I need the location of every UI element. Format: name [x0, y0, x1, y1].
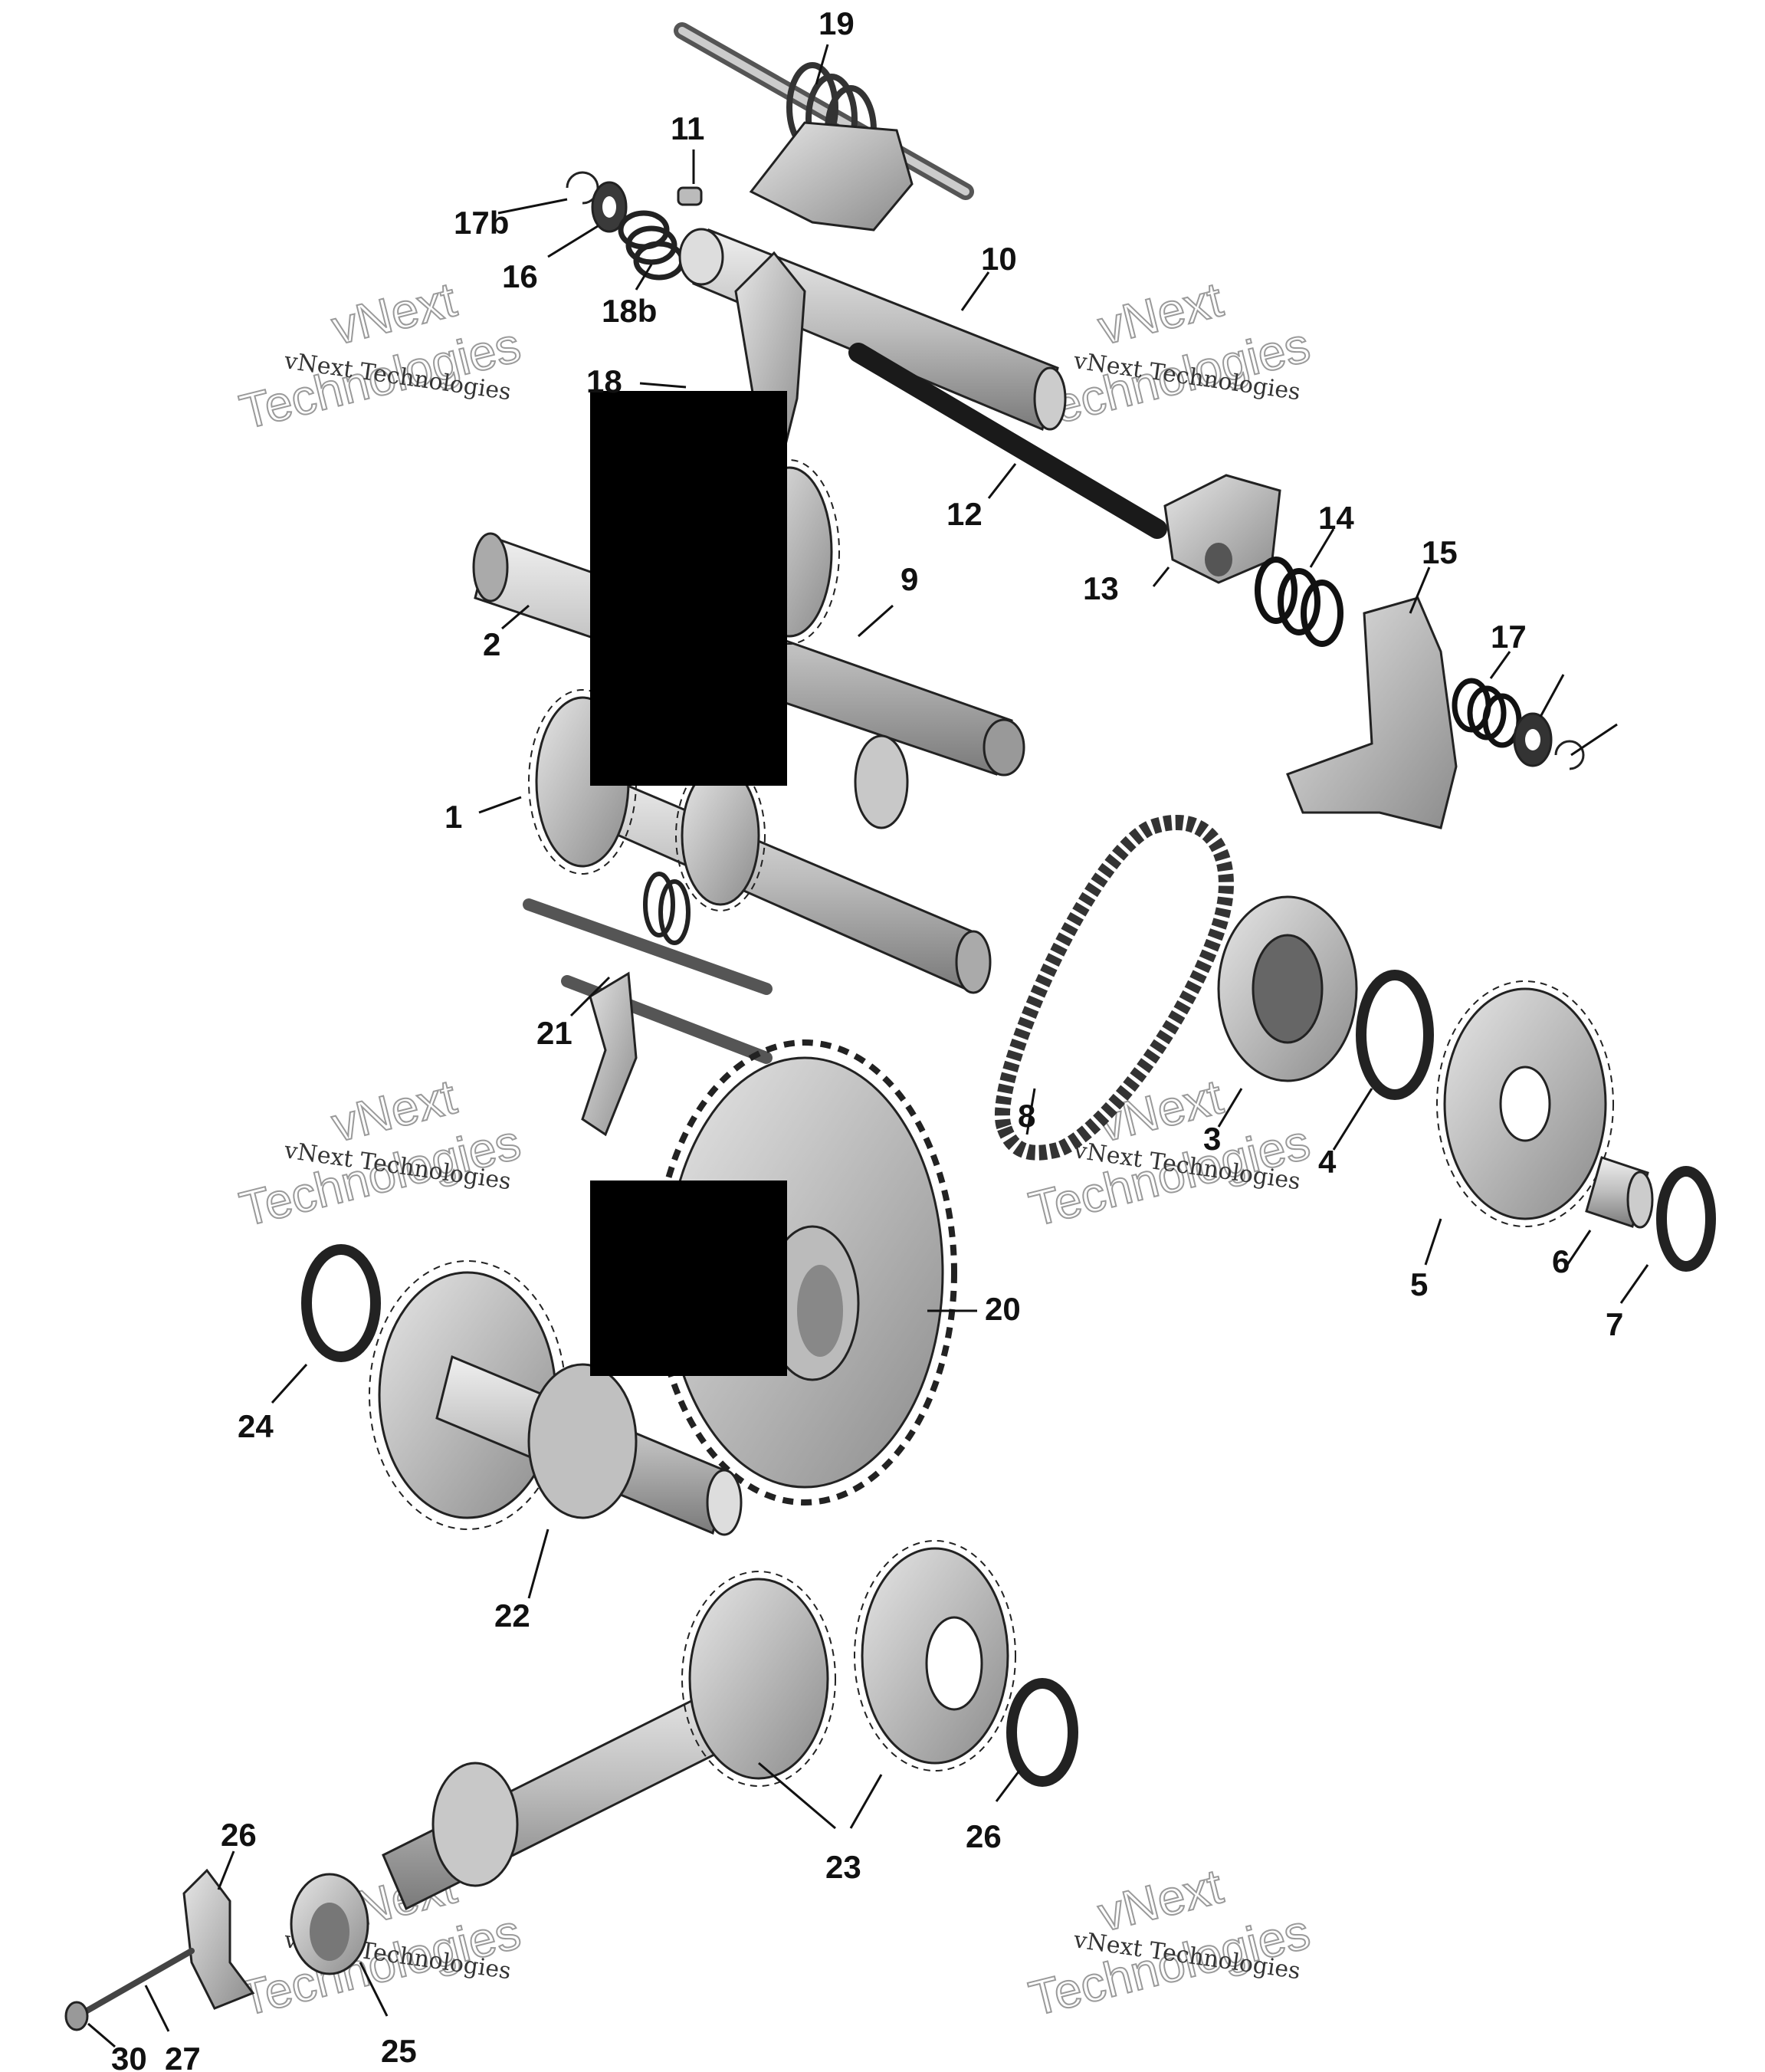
watermark-top-right: vNext Technologies vNext Technologies: [1023, 271, 1316, 440]
callout-11: 11: [671, 110, 704, 146]
callout-24: 22: [494, 1598, 530, 1634]
callout-7: 7: [1606, 1306, 1623, 1342]
callout-1: 1: [445, 799, 462, 835]
pin-part: [677, 186, 703, 206]
shift-fork-right-part: [1286, 596, 1458, 829]
callout-28: 26: [221, 1817, 257, 1853]
parts-group: [64, 22, 1716, 2031]
callout-18: 17b: [454, 205, 509, 241]
callout-4: 4: [1318, 1144, 1337, 1180]
callout-15: 15: [1422, 534, 1458, 570]
callout-16: 17: [1491, 619, 1527, 655]
ring-part: [1356, 970, 1434, 1100]
spring-left-icon: [618, 210, 685, 281]
circlip-left-icon: [566, 171, 599, 205]
spring-right-icon: [1452, 678, 1522, 748]
sleeve-part: [290, 1873, 369, 1975]
callout-25: 23: [825, 1849, 861, 1885]
callout-12: 12: [946, 496, 983, 532]
callout-13: 13: [1083, 570, 1119, 606]
watermark-bottom-right: vNext Technologies vNext Technologies: [1023, 1857, 1316, 2027]
watermark-top-left: vNext Technologies vNext Technologies: [234, 271, 527, 440]
seal-left-part: [301, 1244, 381, 1362]
callout-17: 16: [502, 258, 538, 294]
callout-6: 6: [1552, 1243, 1570, 1279]
callout-26: 24: [238, 1408, 274, 1444]
fork-rod-part: [848, 343, 1167, 539]
rod-part: [81, 1948, 195, 2015]
callout-10: 10: [981, 241, 1017, 277]
callout-2: 2: [483, 626, 500, 662]
callout-5: 5: [1410, 1266, 1428, 1302]
redaction-box-upper: [590, 391, 787, 786]
shift-fork-assembly-part: [523, 872, 773, 1137]
screw-part: [64, 2001, 89, 2031]
callout-labels: 19 11 17b 16 18b 10 18 12 13 14 15 17 9 …: [111, 5, 1623, 2072]
chain-part: [995, 815, 1234, 1161]
leader-lines: [87, 44, 1649, 2048]
shift-shaft-part: [674, 22, 974, 231]
spring-mid-icon: [1255, 557, 1343, 647]
callout-29: 27: [165, 2041, 201, 2072]
bevel-shaft-part: [382, 1540, 1016, 1911]
callout-27: 25: [381, 2033, 417, 2069]
callout-30: 30: [111, 2041, 147, 2072]
callout-20: 18b: [602, 293, 657, 329]
large-gear-part: [1436, 980, 1614, 1227]
differential-gear-part: [652, 1039, 957, 1506]
hub-part: [1217, 895, 1358, 1082]
small-fork-part: [182, 1868, 255, 2010]
callout-19: 18: [586, 363, 622, 399]
callout-26-right: 26: [966, 1818, 1002, 1854]
redaction-box-lower: [590, 1180, 787, 1376]
seal-right-part: [1006, 1678, 1078, 1787]
circlip-right-icon: [1554, 740, 1585, 770]
callout-3: 3: [1203, 1121, 1221, 1157]
callout-21: 19: [819, 5, 855, 41]
watermark-mid-left: vNext Technologies vNext Technologies: [234, 1068, 527, 1237]
callout-14: 14: [1318, 500, 1354, 536]
callout-8: 8: [1018, 1098, 1035, 1134]
output-shaft-part: [369, 1260, 743, 1536]
callout-9: 9: [901, 561, 918, 597]
callout-23: 21: [536, 1015, 572, 1051]
callout-22: 20: [985, 1291, 1021, 1327]
washer-7-part: [1656, 1166, 1716, 1272]
